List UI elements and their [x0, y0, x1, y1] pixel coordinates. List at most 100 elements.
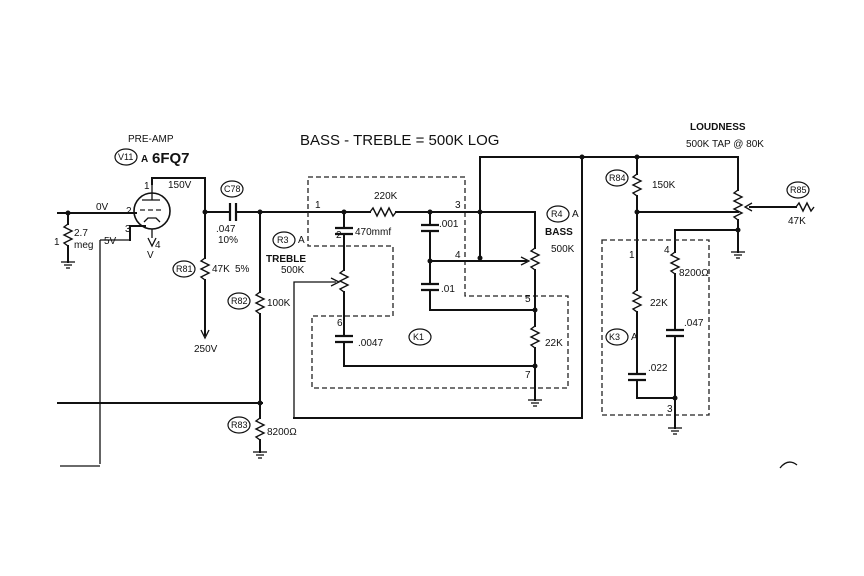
r81-tolerance: 5%: [235, 264, 250, 275]
k1-node-4: 4: [455, 250, 461, 261]
heater-v-label: V: [147, 250, 154, 261]
r81-value: 47K: [212, 264, 230, 275]
bass-potentiometer: [529, 247, 541, 271]
grid-res-node: 1: [54, 237, 60, 248]
c470-value: 470mmf: [355, 227, 391, 238]
r85-ref-badge: R85: [786, 181, 810, 199]
c78-value: .047: [216, 224, 236, 235]
grid-res-unit: meg: [74, 240, 93, 251]
r4-ref-badge: R4: [546, 205, 570, 223]
r83-ground-symbol: [253, 451, 267, 459]
k3-module-outline: [601, 239, 710, 416]
k1-node-2: 2: [336, 230, 342, 241]
loudness-spec: 500K TAP @ 80K: [686, 139, 764, 150]
r83-ref-badge: R83: [227, 416, 251, 434]
pin-2-label: 2: [126, 206, 132, 217]
loudness-k3-wire: [674, 229, 739, 253]
tone-output-wire: [479, 156, 739, 193]
r84-resistor: [631, 173, 643, 197]
c78-tolerance: 10%: [218, 235, 238, 246]
r84-ref-badge: R84: [605, 169, 629, 187]
k3-bottom-wire: [636, 379, 676, 399]
b-plus-voltage: 250V: [194, 344, 218, 355]
r3-suffix: A: [298, 235, 305, 246]
divider-junction: [257, 400, 263, 406]
preamp-label: PRE-AMP: [128, 134, 174, 145]
pin-3-label: 3: [125, 224, 131, 235]
k3-node-1: 1: [629, 250, 635, 261]
k1-node-5: 5: [525, 294, 531, 305]
r4-suffix: A: [572, 209, 579, 220]
r81-ref-badge: R81: [172, 260, 196, 278]
schematic-title: BASS - TREBLE = 500K LOG: [300, 132, 499, 149]
k3-ground-symbol: [668, 427, 682, 435]
r81-resistor: [199, 257, 211, 281]
k1-node-7: 7: [525, 370, 531, 381]
c78-ref-badge: C78: [220, 180, 244, 198]
c01-to-node5-wire: [429, 289, 536, 311]
bass-label: BASS: [545, 227, 573, 238]
r22k-value: 22K: [545, 338, 563, 349]
treble-wiper-wire: [293, 281, 336, 418]
loudness-potentiometer: [732, 189, 744, 221]
loudness-ground-symbol: [731, 251, 745, 259]
v11-ref-badge: V11: [114, 148, 138, 166]
k1-node-6: 6: [337, 318, 343, 329]
k3-r22k-value: 22K: [650, 298, 668, 309]
cathode-lead: [129, 225, 146, 241]
svg-text:R3: R3: [277, 235, 289, 245]
r85-value: 47K: [788, 216, 806, 227]
plate-wire: [151, 177, 206, 213]
bass-link-junction: [477, 255, 483, 261]
r3-ref-badge: R3: [272, 231, 296, 249]
ground-symbol: [61, 261, 75, 269]
svg-text:R84: R84: [609, 173, 626, 183]
plate-voltage-label: 150V: [168, 180, 192, 191]
c0047-value: .0047: [358, 338, 383, 349]
pin-1-label: 1: [144, 181, 150, 192]
svg-text:R81: R81: [176, 264, 193, 274]
grid-res-value: 2.7: [74, 228, 88, 239]
r220k-value: 220K: [374, 191, 398, 202]
bass-value: 500K: [551, 244, 575, 255]
r84-value: 150K: [652, 180, 676, 191]
svg-text:K1: K1: [413, 332, 424, 342]
svg-text:K3: K3: [609, 332, 620, 342]
svg-text:R82: R82: [231, 296, 248, 306]
c01-value: .01: [441, 284, 455, 295]
b-plus-arrow: [200, 329, 210, 340]
k3-c022-value: .022: [648, 363, 668, 374]
node5-junction: [532, 307, 538, 313]
k3-suffix: A: [631, 332, 638, 343]
treble-potentiometer: [338, 269, 350, 293]
k1-ref-badge: K1: [408, 328, 432, 346]
pin-4-label: 4: [155, 240, 161, 251]
k3-r22k-resistor: [631, 289, 643, 313]
k3-r8200-value: 8200Ω: [679, 268, 709, 279]
r82-ref-badge: R82: [227, 292, 251, 310]
k1-node-3: 3: [455, 200, 461, 211]
r82-value: 100K: [267, 298, 291, 309]
k3-r8200-resistor: [669, 251, 681, 275]
k1-module-outline: [307, 176, 569, 389]
r220k-resistor: [369, 206, 397, 218]
k1-node-1: 1: [315, 200, 321, 211]
bass-wiper-arrow: [520, 256, 531, 266]
k3-node-4: 4: [664, 245, 670, 256]
c001-value: .001: [439, 219, 459, 230]
svg-text:R83: R83: [231, 420, 248, 430]
loudness-wiper-arrow: [743, 202, 753, 212]
treble-wiper-arrow: [330, 277, 341, 287]
r85-resistor: [795, 201, 815, 213]
k3-node-3: 3: [667, 404, 673, 415]
k1-ground-symbol: [528, 399, 542, 407]
r22k-resistor: [529, 325, 541, 349]
tube-type: 6FQ7: [152, 150, 190, 167]
k3-ref-badge: K3: [605, 328, 629, 346]
k3-c047-value: .047: [684, 318, 704, 329]
r83-value: 8200Ω: [267, 427, 297, 438]
loudness-label: LOUDNESS: [690, 122, 746, 133]
treble-label: TREBLE: [266, 254, 306, 265]
r82-resistor: [254, 291, 266, 315]
